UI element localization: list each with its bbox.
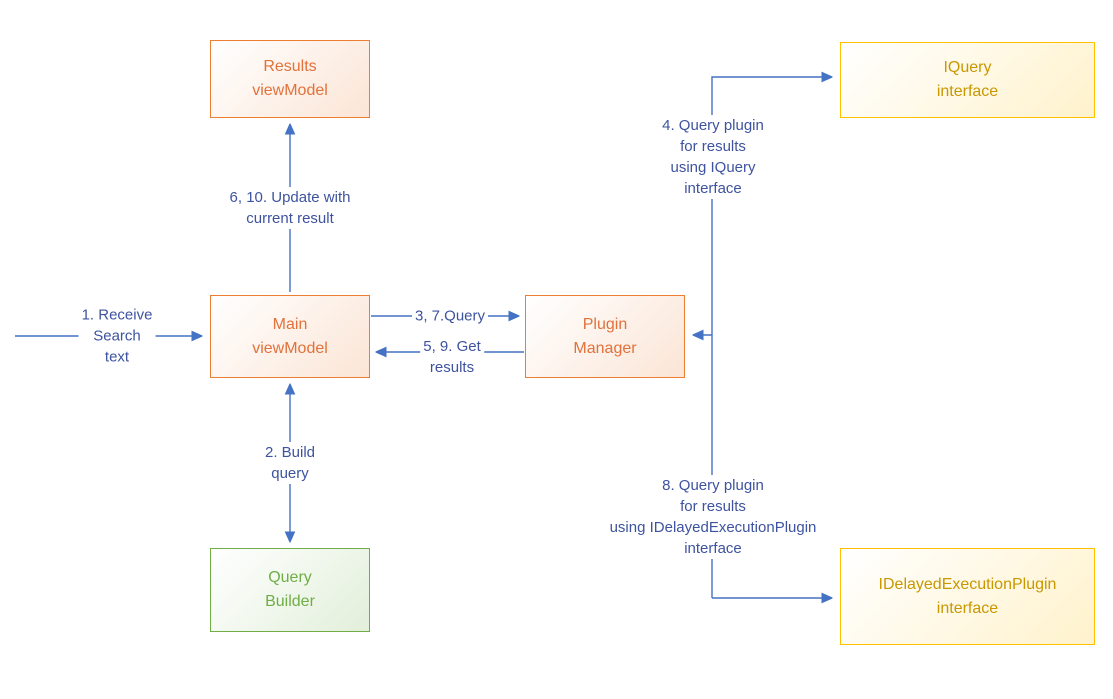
edge-label-get-results: 5, 9. Get results	[420, 336, 484, 378]
node-idelayedexecutionplugin-interface: IDelayedExecutionPlugin interface	[840, 548, 1095, 645]
node-query-builder-label: Query Builder	[265, 569, 315, 610]
edge-label-update-current-result: 6, 10. Update with current result	[226, 187, 354, 229]
node-idelayedexecutionplugin-interface-label: IDelayedExecutionPlugin interface	[878, 575, 1057, 617]
node-iquery-interface: IQuery interface	[840, 42, 1095, 118]
connector-to-iquery-interface	[711, 77, 831, 598]
node-plugin-manager: Plugin Manager	[525, 295, 685, 378]
node-query-builder: Query Builder	[210, 548, 370, 632]
node-main-viewmodel: Main viewModel	[210, 295, 370, 378]
node-results-viewmodel: Results viewModel	[210, 40, 370, 118]
edge-label-query-plugin-iquery: 4. Query plugin for results using IQuery…	[659, 115, 767, 199]
edge-label-query-plugin-idelayedexecutionplugin: 8. Query plugin for results using IDelay…	[606, 475, 820, 559]
node-main-viewmodel-label: Main viewModel	[252, 315, 328, 357]
edge-label-query: 3, 7.Query	[411, 305, 489, 327]
node-plugin-manager-label: Plugin Manager	[573, 315, 637, 357]
node-iquery-interface-label: IQuery interface	[936, 59, 999, 100]
edge-label-build-query: 2. Build query	[261, 442, 319, 484]
node-results-viewmodel-label: Results viewModel	[252, 58, 328, 99]
edge-label-receive-search-text: 1. Receive Search text	[78, 304, 156, 368]
